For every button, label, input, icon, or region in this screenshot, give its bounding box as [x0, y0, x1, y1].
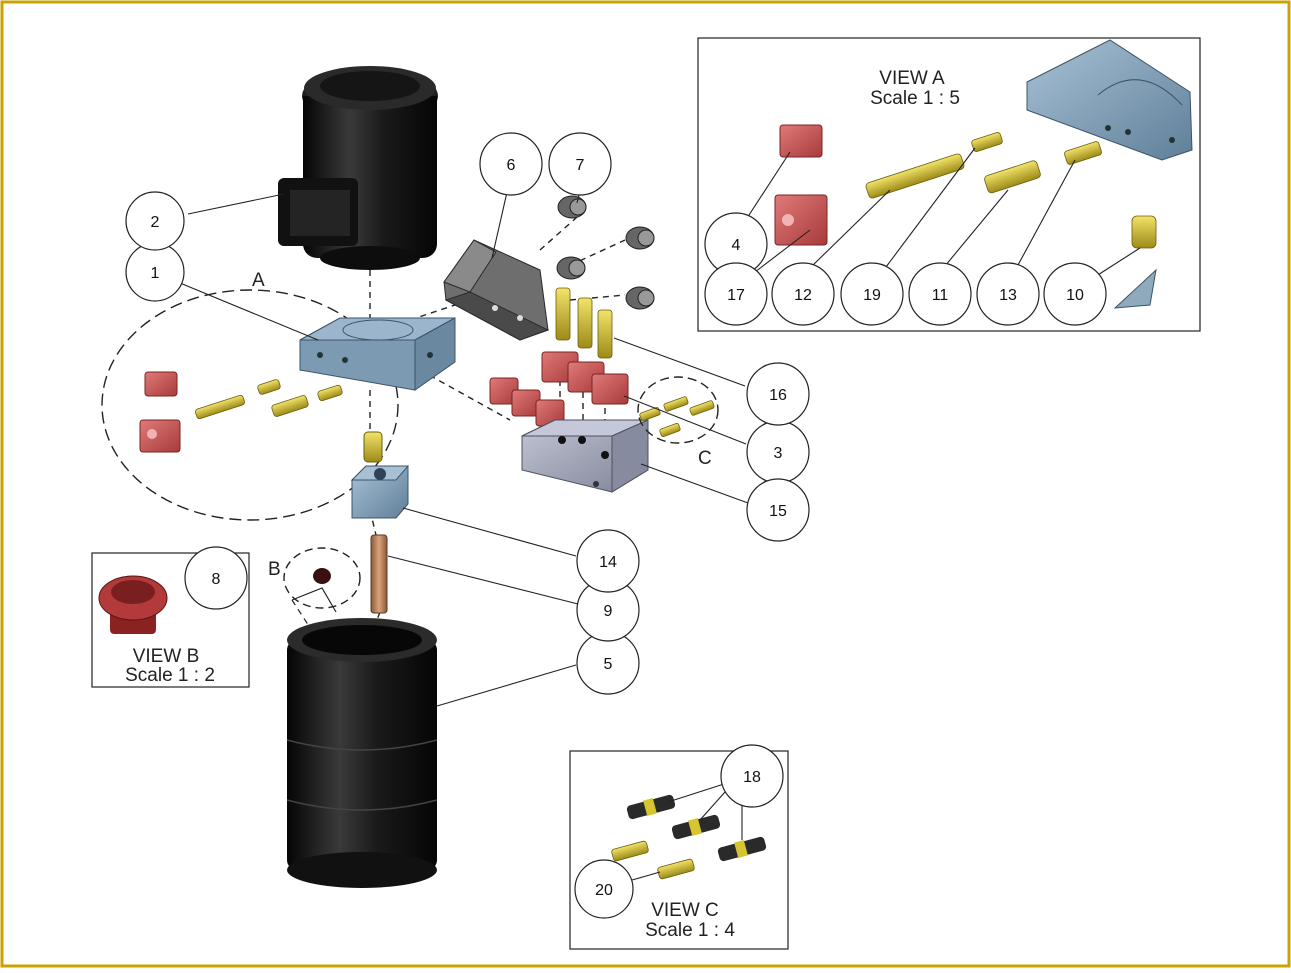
svg-text:9: 9	[604, 603, 613, 620]
fittings-detail-c	[639, 396, 715, 438]
detail-letter-b: B	[268, 559, 281, 580]
valve-block-part	[521, 419, 649, 493]
balloon-16: 16	[746, 362, 810, 426]
detail-b-axis	[291, 599, 319, 641]
view-c-title: VIEW C	[651, 900, 719, 921]
detail-circle-b	[283, 547, 361, 609]
svg-text:6: 6	[507, 157, 516, 174]
balloon-6: 6	[479, 132, 543, 196]
detail-b-leader	[291, 587, 337, 613]
svg-text:7: 7	[576, 157, 585, 174]
view-a-leader-lines	[737, 147, 1141, 281]
view-a-connector-4	[779, 124, 823, 158]
svg-text:11: 11	[932, 287, 949, 304]
view-a-balloon-13: 13	[976, 262, 1040, 326]
svg-text:10: 10	[1066, 287, 1084, 304]
view-a-scale: Scale 1 : 5	[870, 88, 960, 109]
balloon-3: 3	[746, 420, 810, 484]
view-c-fittings-18	[626, 794, 767, 862]
svg-text:13: 13	[999, 287, 1017, 304]
svg-text:14: 14	[599, 554, 617, 571]
detail-circle-a	[101, 289, 399, 521]
balloon-14: 14	[576, 529, 640, 593]
view-a-coil-17	[774, 194, 828, 246]
pump-part	[350, 465, 410, 519]
balloon-7: 7	[548, 132, 612, 196]
bracket-part	[443, 239, 550, 341]
view-a-fitting-19	[971, 132, 1003, 152]
view-b-scale: Scale 1 : 2	[125, 665, 215, 686]
detail-letter-a: A	[252, 270, 265, 291]
svg-text:2: 2	[151, 214, 160, 231]
view-a-manifold	[1026, 39, 1193, 161]
valve-cartridges-detail-a	[195, 379, 343, 420]
view-b-breather-cap	[98, 575, 168, 634]
svg-text:3: 3	[774, 445, 783, 462]
view-c-balloon-20: 20	[574, 859, 634, 919]
svg-text:5: 5	[604, 656, 613, 673]
detail-circle-c	[637, 376, 719, 444]
tank-part	[286, 618, 438, 888]
balloon-2: 2	[125, 191, 185, 251]
balloon-1: 1	[125, 242, 185, 302]
view-c-balloon-18: 18	[720, 744, 784, 808]
motor-part	[278, 66, 438, 270]
view-a-balloon-17: 17	[704, 262, 768, 326]
view-c-panel: 18 20 VIEW C Scale 1 : 4	[569, 744, 789, 950]
balloon-15: 15	[746, 478, 810, 542]
suction-tube-part	[370, 534, 388, 614]
view-c-leader-lines	[631, 783, 743, 881]
svg-text:1: 1	[151, 265, 160, 282]
view-a-balloon-12: 12	[771, 262, 835, 326]
view-b-panel: 8 VIEW B Scale 1 : 2	[91, 546, 250, 688]
solenoid-coil-detail-a	[139, 371, 181, 453]
coupling-part	[363, 431, 383, 463]
svg-text:15: 15	[769, 503, 787, 520]
view-b-title: VIEW B	[133, 646, 200, 667]
svg-text:20: 20	[595, 882, 613, 899]
view-a-cartridge-12	[865, 153, 965, 199]
view-a-panel: VIEW A Scale 1 : 5 4 17 12 19	[697, 37, 1201, 332]
view-c-scale: Scale 1 : 4	[645, 920, 735, 941]
view-a-valve-11	[984, 160, 1041, 194]
view-c-fittings-20	[611, 840, 695, 880]
plug-parts	[556, 195, 655, 310]
manifold-block-part	[299, 317, 456, 391]
view-a-balloon-11: 11	[908, 262, 972, 326]
view-a-valve-13	[1064, 141, 1102, 165]
svg-text:12: 12	[794, 287, 812, 304]
breather-cap-detail-b	[313, 568, 331, 584]
valve-stem-parts	[555, 287, 613, 359]
svg-text:16: 16	[769, 387, 787, 404]
view-a-title: VIEW A	[879, 68, 945, 89]
svg-text:4: 4	[732, 237, 741, 254]
detail-letter-c: C	[698, 448, 712, 469]
view-a-balloon-10: 10	[1043, 262, 1107, 326]
svg-text:8: 8	[212, 571, 221, 588]
svg-text:19: 19	[863, 287, 881, 304]
view-a-plug-10	[1131, 215, 1157, 249]
view-b-balloon-8: 8	[184, 546, 248, 610]
view-a-balloon-19: 19	[840, 262, 904, 326]
svg-text:18: 18	[743, 769, 761, 786]
view-a-balloon-4: 4	[704, 212, 768, 276]
svg-text:17: 17	[727, 287, 745, 304]
balloon-9: 9	[576, 578, 640, 642]
